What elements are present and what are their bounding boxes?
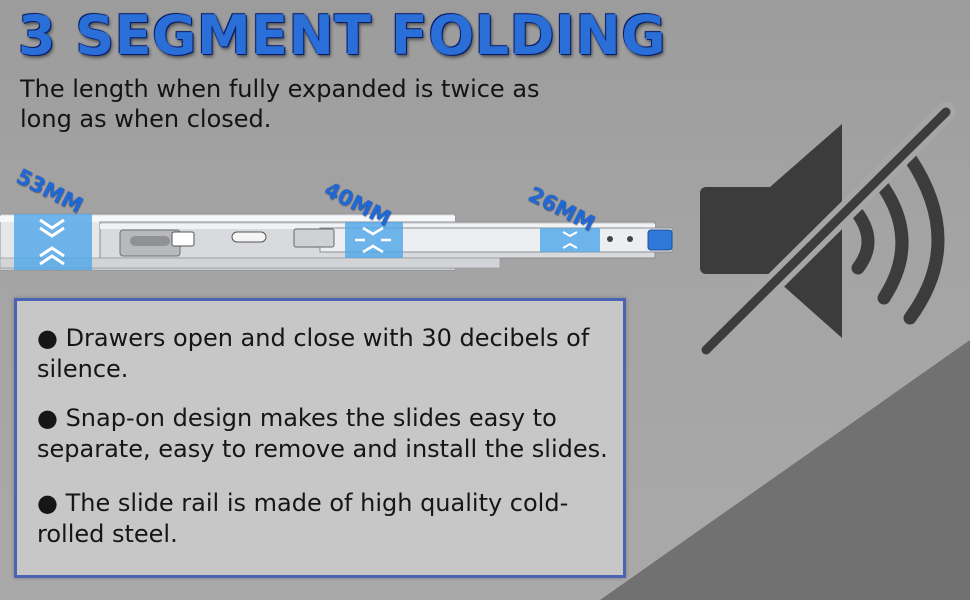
- rail-highlight-40: [345, 222, 403, 258]
- slide-rail-graphic: [0, 213, 673, 271]
- page-title: 3 SEGMENT FOLDING: [18, 4, 667, 67]
- background-shade: [600, 340, 970, 600]
- feature-list: ● Drawers open and close with 30 decibel…: [14, 298, 626, 578]
- feature-item: ● Snap-on design makes the slides easy t…: [37, 404, 608, 463]
- speaker-muted-icon: [696, 102, 956, 360]
- rail-highlight-26: [540, 228, 673, 252]
- feature-item: ● Drawers open and close with 30 decibel…: [37, 324, 590, 383]
- rail-highlight-53: [14, 214, 92, 270]
- feature-item: ● The slide rail is made of high quality…: [37, 489, 569, 548]
- page-subtitle: The length when fully expanded is twice …: [20, 75, 540, 133]
